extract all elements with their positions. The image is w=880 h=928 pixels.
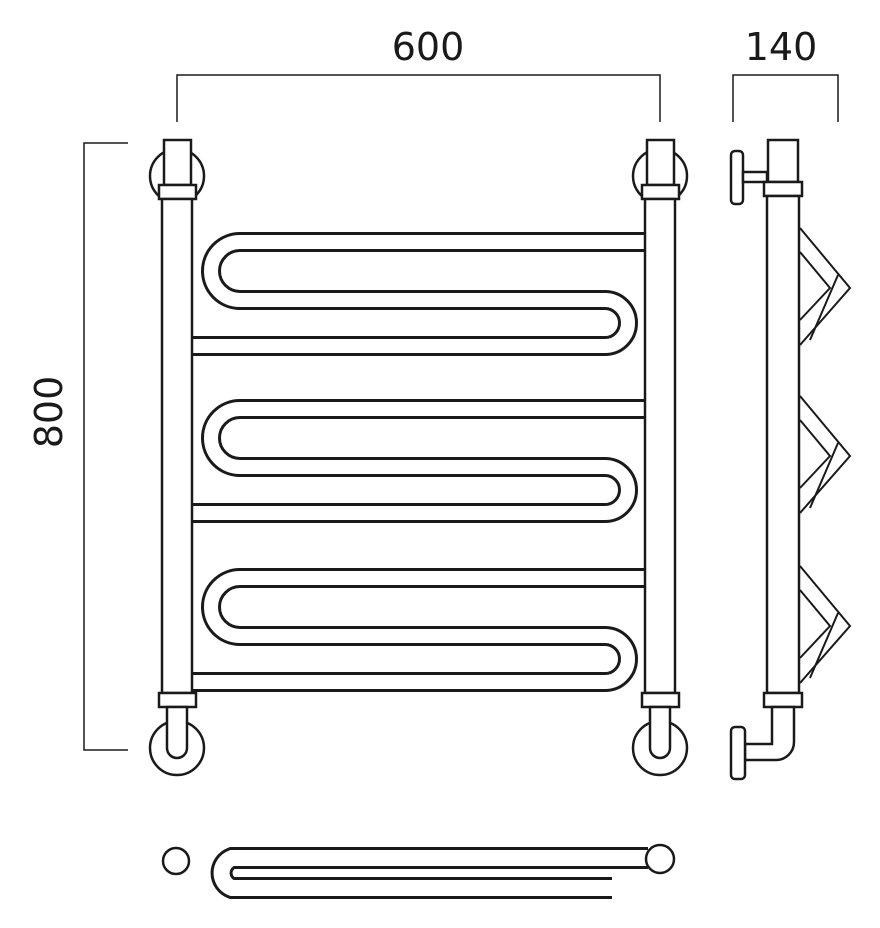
side-vertical-tube: [765, 194, 801, 695]
height-dimension-label: 800: [27, 376, 71, 449]
width-dimension-label: 600: [392, 25, 465, 69]
left-top-nut: [157, 183, 198, 201]
right-top-nut: [640, 183, 681, 201]
height-dimension: 800: [27, 142, 128, 751]
side-chevron-1: [799, 227, 852, 346]
side-view: [729, 138, 852, 781]
top-view-right-end: [644, 843, 676, 875]
depth-dimension-label: 140: [745, 25, 818, 69]
top-view-left-end: [161, 846, 191, 876]
top-view: [161, 843, 676, 899]
side-bottom-mount: [729, 691, 804, 781]
right-bottom-nut: [640, 691, 681, 709]
serpentine-tube-3: [190, 568, 648, 692]
side-chevron-3: [799, 565, 852, 684]
left-bottom-nut: [157, 691, 198, 709]
depth-dimension: 140: [732, 25, 839, 122]
right-vertical-tube: [643, 197, 677, 695]
serpentine-tube-2: [190, 399, 648, 523]
side-top-mount: [729, 138, 804, 206]
side-chevron-2: [799, 395, 852, 514]
left-vertical-tube: [160, 197, 194, 695]
front-view: [148, 138, 689, 777]
serpentine-tube-1: [190, 232, 648, 356]
left-post: [148, 138, 206, 777]
right-post: [631, 138, 689, 777]
width-dimension: 600: [176, 25, 661, 122]
